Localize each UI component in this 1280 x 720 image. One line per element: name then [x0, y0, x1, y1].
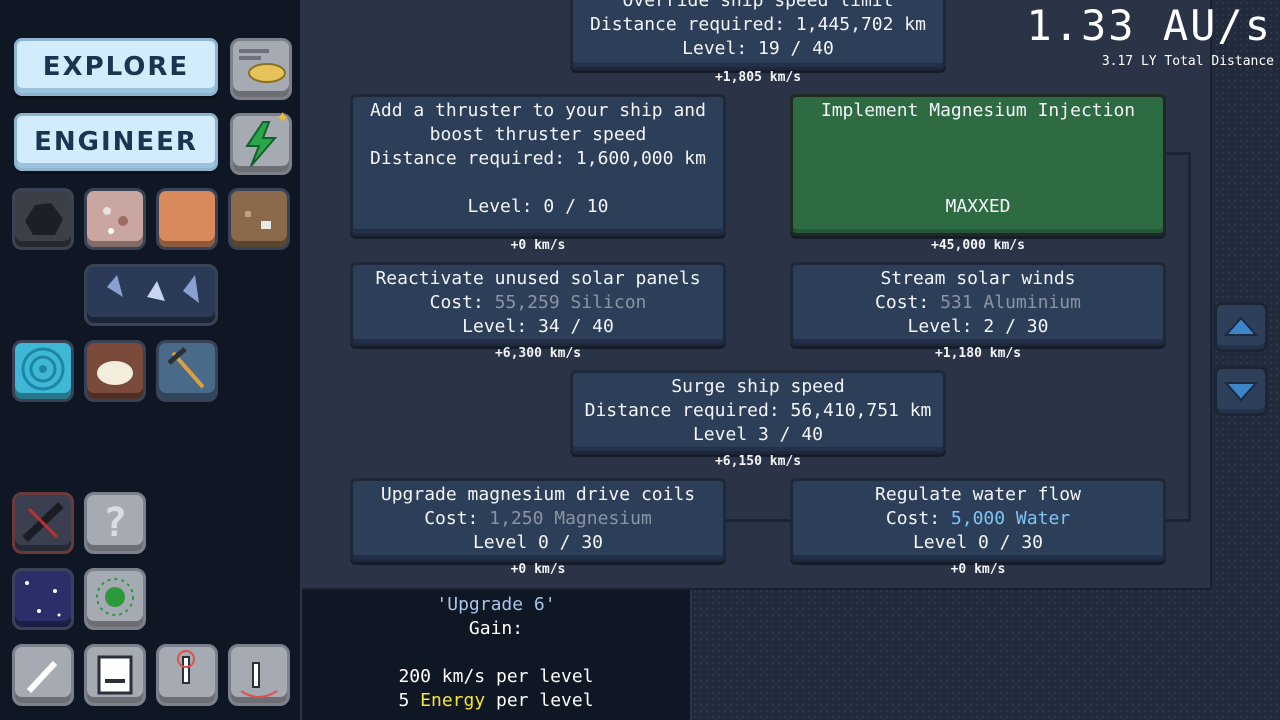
pickaxe-icon[interactable] — [156, 340, 218, 402]
upgrade-level: Level: 0 / 10 — [467, 196, 609, 217]
wrench-settings-icon[interactable] — [12, 644, 74, 706]
cost-value: 55,259 Silicon — [494, 292, 647, 313]
tooltip-line-speed: 200 km/s per level — [398, 666, 594, 687]
upgrade-gain: +6,150 km/s — [714, 454, 802, 469]
connector-line — [1188, 152, 1191, 522]
space-crystals-icon[interactable] — [84, 264, 218, 326]
upgrade-title: boost thruster speed — [429, 124, 647, 145]
arrow-down-icon — [1224, 382, 1258, 402]
upgrade-card-solar-panels[interactable]: Reactivate unused solar panels Cost: 55,… — [350, 262, 726, 346]
upgrade-requirement: Distance required: 56,410,751 km — [584, 400, 932, 421]
upgrade-gain: +1,180 km/s — [934, 346, 1022, 361]
connector-line — [1166, 152, 1190, 155]
starfield-icon[interactable] — [12, 568, 74, 630]
cost-label: Cost: — [429, 292, 484, 313]
speed-readout: 1.33 AU/s — [1026, 1, 1272, 50]
save-disk-icon[interactable] — [84, 644, 146, 706]
upgrade-level: Level 3 / 40 — [692, 424, 824, 445]
upgrade-title: Override ship speed limit — [622, 0, 894, 11]
upgrade-gain: +0 km/s — [950, 562, 1006, 577]
upgrade-gain: +6,300 km/s — [494, 346, 582, 361]
scroll-down-button[interactable] — [1214, 366, 1268, 416]
upgrade-gain: +1,805 km/s — [714, 70, 802, 85]
crossed-out-icon[interactable] — [12, 492, 74, 554]
upgrade-title: Regulate water flow — [875, 484, 1081, 505]
connector-line — [724, 519, 792, 522]
tooltip-title: 'Upgrade 6' — [436, 594, 556, 615]
coal-resource-icon[interactable] — [12, 188, 74, 250]
upgrade-level: Level 0 / 30 — [912, 532, 1044, 553]
upgrade-card-surge-speed[interactable]: Surge ship speed Distance required: 56,4… — [570, 370, 946, 454]
sidebar: EXPLORE ENGINEER ✦ — [0, 0, 302, 720]
connector-line — [1166, 519, 1190, 522]
vortex-icon[interactable] — [12, 340, 74, 402]
tooltip-energy-word: Energy — [420, 690, 486, 711]
energy-bolt-icon[interactable] — [230, 113, 292, 175]
virus-cell-icon[interactable] — [84, 568, 146, 630]
tap-hand-icon[interactable] — [156, 644, 218, 706]
document-gold-icon[interactable] — [230, 38, 292, 100]
explore-button[interactable]: EXPLORE — [14, 38, 218, 96]
upgrade-status-maxxed: MAXXED — [945, 196, 1011, 217]
upgrade-card-override-speed[interactable]: Override ship speed limit Distance requi… — [570, 0, 946, 70]
copper-ore-icon[interactable] — [156, 188, 218, 250]
arrow-up-icon — [1224, 316, 1258, 336]
upgrade-card-magnesium-injection[interactable]: Implement Magnesium Injection MAXXED — [790, 94, 1166, 236]
hold-hand-icon[interactable] — [228, 644, 290, 706]
upgrade-title: Stream solar winds — [880, 268, 1076, 289]
tooltip-energy-amount: 5 — [398, 690, 421, 711]
upgrade-gain: +0 km/s — [510, 238, 566, 253]
upgrade-requirement: Distance required: 1,445,702 km — [590, 14, 926, 35]
sparkle-icon: ✦ — [276, 104, 290, 129]
upgrade-card-thruster[interactable]: Add a thruster to your ship and boost th… — [350, 94, 726, 236]
upgrade-level: Level 0 / 30 — [472, 532, 604, 553]
upgrade-title: Implement Magnesium Injection — [820, 100, 1136, 121]
tooltip-gain-label: Gain: — [468, 618, 524, 639]
glowing-orb-icon[interactable] — [84, 340, 146, 402]
rock-ore-icon[interactable] — [228, 188, 290, 250]
upgrade-level: Level: 2 / 30 — [907, 316, 1049, 337]
upgrade-title: Upgrade magnesium drive coils — [380, 484, 696, 505]
upgrade-title: Surge ship speed — [671, 376, 845, 397]
cost-value: 531 Aluminium — [940, 292, 1081, 313]
cost-value: 5,000 Water — [950, 508, 1071, 529]
upgrade-requirement: Distance required: 1,600,000 km — [370, 148, 706, 169]
engineer-button[interactable]: ENGINEER — [14, 113, 218, 171]
tooltip-energy-suffix: per level — [485, 690, 594, 711]
upgrade-title: Reactivate unused solar panels — [375, 268, 701, 289]
upgrade-gain: +0 km/s — [510, 562, 566, 577]
upgrade-card-water-flow[interactable]: Regulate water flow Cost: 5,000 Water Le… — [790, 478, 1166, 562]
cost-label: Cost: — [424, 508, 479, 529]
scroll-up-button[interactable] — [1214, 302, 1268, 352]
help-question-icon[interactable]: ? — [84, 492, 146, 554]
upgrade-title: Add a thruster to your ship and — [370, 100, 706, 121]
upgrade-tooltip: 'Upgrade 6' Gain: 200 km/s per level 5 E… — [302, 590, 692, 720]
cost-label: Cost: — [875, 292, 930, 313]
upgrade-card-drive-coils[interactable]: Upgrade magnesium drive coils Cost: 1,25… — [350, 478, 726, 562]
cost-value: 1,250 Magnesium — [489, 508, 652, 529]
cost-label: Cost: — [885, 508, 941, 529]
upgrade-level: Level: 19 / 40 — [682, 38, 834, 59]
total-distance: 3.17 LY Total Distance — [1101, 54, 1274, 69]
upgrade-level: Level: 34 / 40 — [462, 316, 614, 337]
upgrade-card-solar-winds[interactable]: Stream solar winds Cost: 531 Aluminium L… — [790, 262, 1166, 346]
quartz-resource-icon[interactable] — [84, 188, 146, 250]
upgrade-gain: +45,000 km/s — [931, 238, 1025, 253]
help-question-glyph: ? — [102, 500, 128, 546]
